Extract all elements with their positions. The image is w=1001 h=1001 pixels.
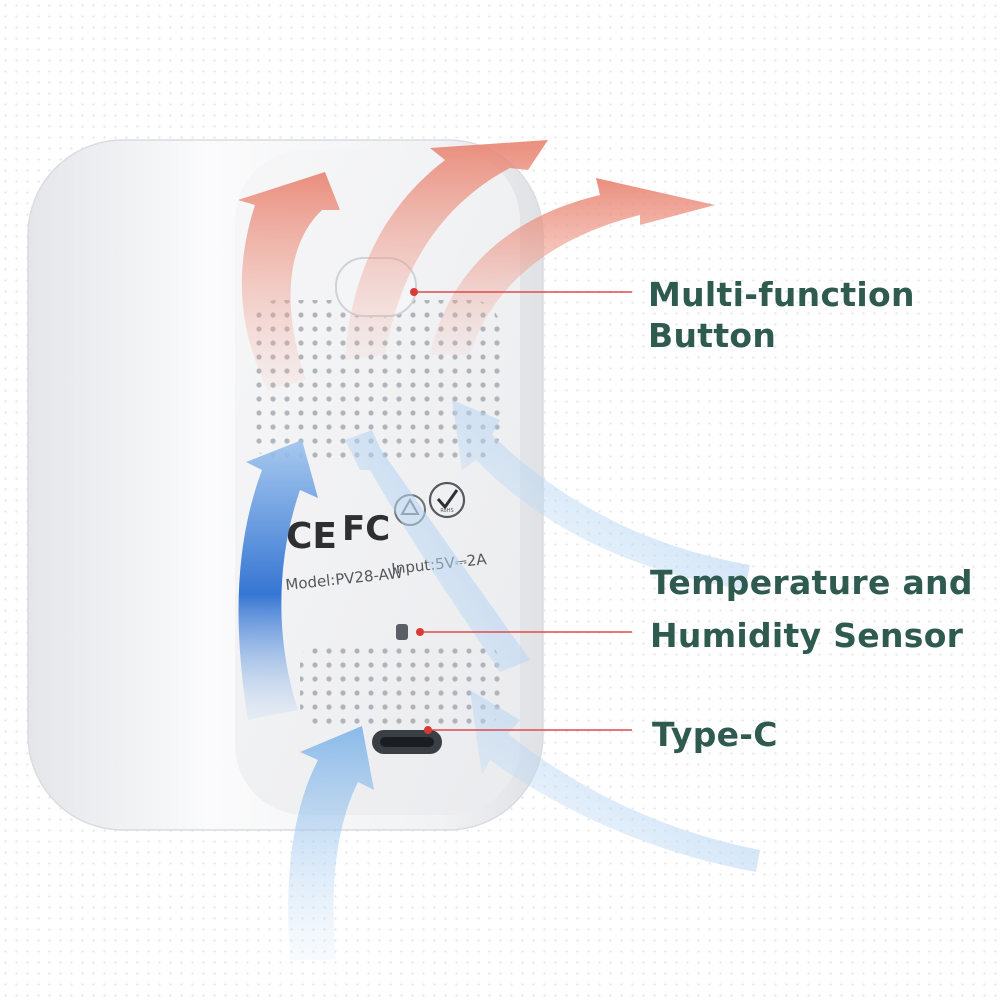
leader-lines xyxy=(410,288,632,734)
callout-temperature-humidity-sensor: Temperature and Humidity Sensor xyxy=(650,556,973,662)
callout-sensor-line1: Temperature and xyxy=(650,563,973,602)
callout-type-c: Type-C xyxy=(652,714,778,755)
arrow-up-curved-icon xyxy=(345,430,530,672)
arrow-up-curved-icon xyxy=(452,400,750,590)
arrow-up-curved-icon xyxy=(238,440,318,720)
temperature-humidity-sensor xyxy=(396,624,408,640)
cert-fc-mark: FC xyxy=(342,509,390,549)
arrow-up-curved-icon xyxy=(238,172,340,390)
rohs-check-icon: RoHS xyxy=(428,481,466,519)
callout-multi-function-button: Multi-function Button xyxy=(648,274,915,356)
typec-leader-dot xyxy=(424,726,432,734)
type-c-port[interactable] xyxy=(372,730,442,754)
warm-airflow-arrows xyxy=(238,140,715,390)
sensor-leader-dot xyxy=(416,628,424,636)
arrow-up-curved-icon xyxy=(470,690,760,872)
cool-airflow-arrows xyxy=(238,400,760,960)
callout-typec-line1: Type-C xyxy=(652,715,778,754)
arrow-up-curved-icon xyxy=(430,178,715,355)
svg-text:RoHS: RoHS xyxy=(440,508,453,514)
arrow-up-curved-icon xyxy=(288,726,374,960)
arrow-up-curved-icon xyxy=(345,140,548,360)
callout-button-line2: Button xyxy=(648,316,777,355)
callout-sensor-line2: Humidity Sensor xyxy=(650,616,964,655)
bottom-vent-grill xyxy=(300,640,500,730)
callout-button-line1: Multi-function xyxy=(648,275,915,314)
cert-ce-mark: CE xyxy=(286,516,337,557)
button-leader-dot xyxy=(410,288,418,296)
